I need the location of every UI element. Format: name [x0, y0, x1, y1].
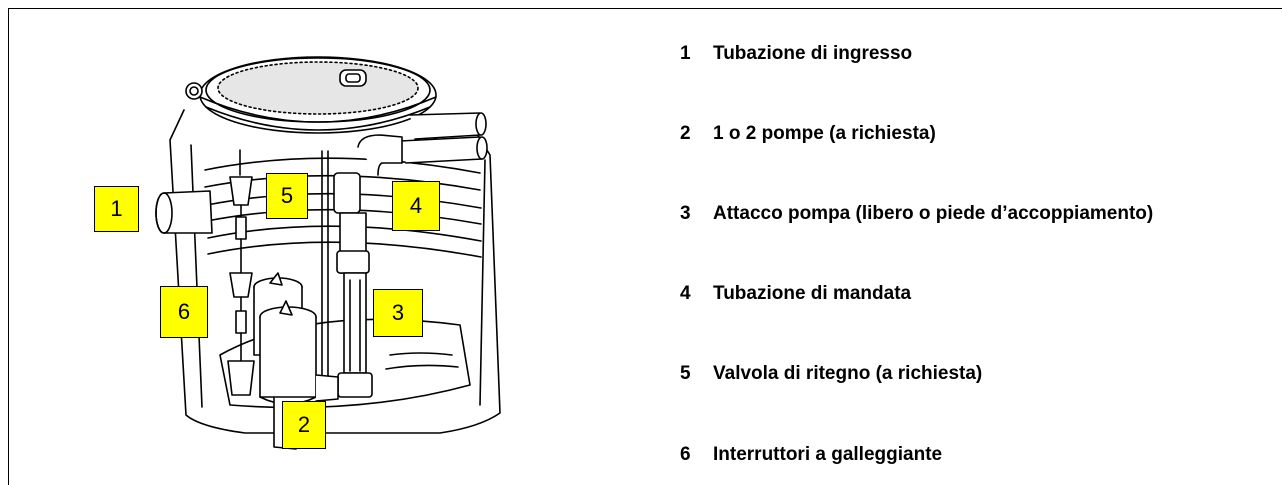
- callout-2: 2: [282, 401, 326, 449]
- legend-text: Interruttori a galleggiante: [713, 444, 943, 465]
- legend-text: Tubazione di mandata: [713, 283, 912, 304]
- legend-item-5: 5 Valvola di ritegno (a richiesta): [680, 360, 982, 388]
- outlet-pipe: [409, 112, 481, 140]
- figure-frame: [8, 8, 1282, 485]
- legend-text: Valvola di ritegno (a richiesta): [713, 363, 983, 384]
- pump-station-illustration: [155, 56, 501, 450]
- callout-5: 5: [266, 173, 308, 219]
- legend: 1 Tubazione di ingresso 2 1 o 2 pompe (a…: [680, 0, 1280, 485]
- legend-number: 5: [680, 363, 691, 384]
- callout-3: 3: [373, 289, 423, 337]
- legend-number: 2: [680, 123, 691, 144]
- legend-text: Tubazione di ingresso: [713, 43, 913, 64]
- legend-item-2: 2 1 o 2 pompe (a richiesta): [680, 120, 936, 148]
- callout-6: 6: [160, 286, 208, 338]
- legend-text: 1 o 2 pompe (a richiesta): [713, 123, 936, 144]
- legend-item-3: 3 Attacco pompa (libero o piede d’accopp…: [680, 200, 1153, 228]
- legend-number: 6: [680, 444, 691, 465]
- legend-number: 3: [680, 203, 691, 224]
- callout-1: 1: [94, 186, 139, 232]
- legend-text: Attacco pompa (libero o piede d’accoppia…: [713, 203, 1154, 224]
- legend-item-1: 1 Tubazione di ingresso: [680, 40, 912, 68]
- legend-number: 1: [680, 43, 691, 64]
- legend-item-4: 4 Tubazione di mandata: [680, 280, 911, 308]
- callout-4: 4: [392, 181, 440, 231]
- legend-item-6: 6 Interruttori a galleggiante: [680, 441, 942, 469]
- legend-number: 4: [680, 283, 691, 304]
